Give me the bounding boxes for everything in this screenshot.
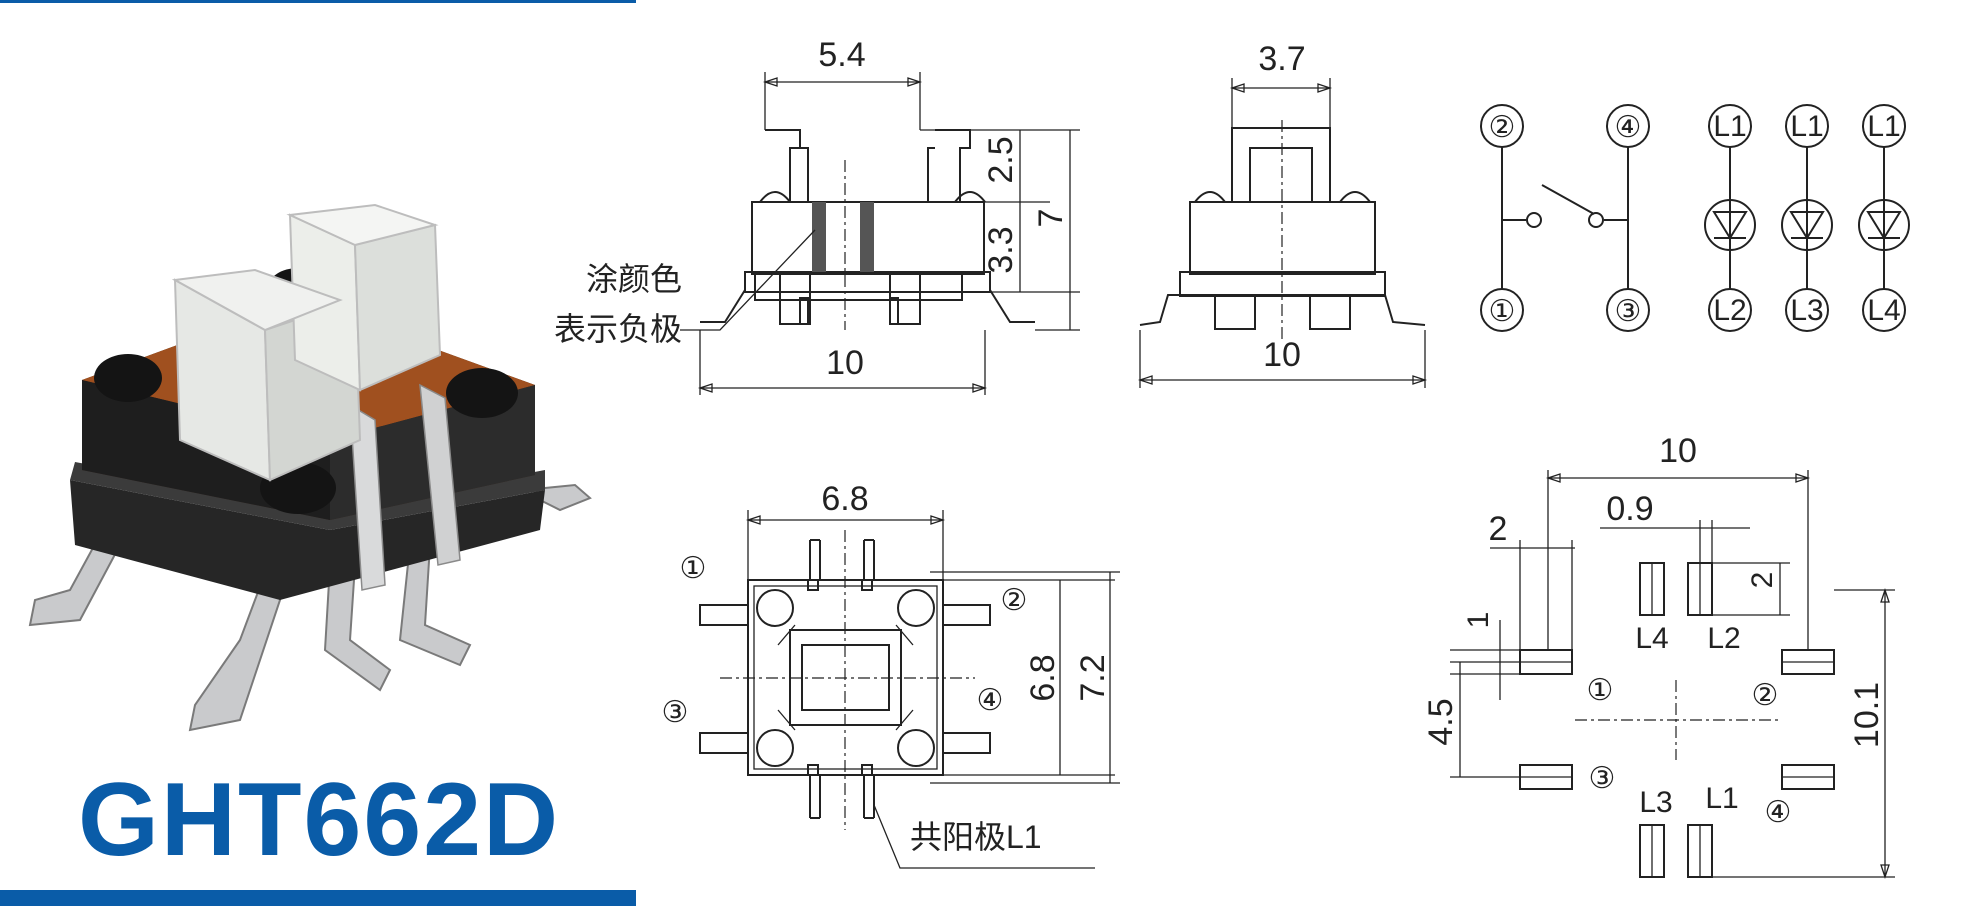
dim-side-upper-height: 2.5 xyxy=(982,136,1020,183)
dim-pcb-overall-width: 10 xyxy=(1659,432,1697,470)
pcb-footprint-drawing xyxy=(1450,470,1895,880)
pcb-led-pad-L1: L1 xyxy=(1705,782,1738,815)
metal-frame xyxy=(349,403,386,591)
side-view-drawing xyxy=(680,72,1080,395)
pcb-pad-4: ④ xyxy=(1765,795,1792,830)
product-model-title: GHT662D xyxy=(78,762,561,878)
bottom-accent-bar xyxy=(0,890,636,906)
pcb-led-pad-L2: L2 xyxy=(1707,622,1740,655)
top-view-drawing xyxy=(699,510,1120,869)
led3-anode-label: L1 xyxy=(1867,110,1900,143)
pcb-pad-2: ② xyxy=(1752,678,1779,713)
schematic-pin-4: ④ xyxy=(1615,110,1642,145)
dim-side-base-width: 10 xyxy=(826,344,864,382)
top-pin-1: ① xyxy=(680,551,707,586)
dim-side-top-width: 5.4 xyxy=(818,36,865,74)
dim-top-total-height: 7.2 xyxy=(1074,654,1112,701)
dim-side-total-height: 7 xyxy=(1032,209,1070,228)
note-color-line1: 涂颜色 xyxy=(586,261,682,297)
dim-side-middle-height: 3.3 xyxy=(982,226,1020,273)
led2-cathode-label: L3 xyxy=(1790,294,1823,327)
dim-top-body-height: 6.8 xyxy=(1024,654,1062,701)
dim-top-body-width: 6.8 xyxy=(821,480,868,518)
dim-pcb-small-pad-width: 0.9 xyxy=(1606,490,1653,528)
dim-pcb-pad-width: 2 xyxy=(1489,510,1508,548)
dim-pcb-overall-height: 10.1 xyxy=(1848,682,1886,748)
led1-cathode-label: L2 xyxy=(1713,294,1746,327)
front-view-drawing xyxy=(1137,78,1428,388)
top-pin-3: ③ xyxy=(662,695,689,730)
led2-anode-label: L1 xyxy=(1790,110,1823,143)
dim-front-base-width: 10 xyxy=(1263,336,1301,374)
top-pin-2: ② xyxy=(1001,583,1028,618)
product-photo xyxy=(28,203,592,732)
led1-anode-label: L1 xyxy=(1713,110,1746,143)
dim-pcb-small-pad-height: 2 xyxy=(1746,572,1779,589)
top-pin-4: ④ xyxy=(977,683,1004,718)
schematic-pin-1: ① xyxy=(1489,294,1516,329)
led-schematic xyxy=(1704,104,1910,332)
pcb-led-pad-L4: L4 xyxy=(1635,622,1668,655)
switch-schematic xyxy=(1480,104,1650,332)
dim-pcb-pad-pitch: 4.5 xyxy=(1422,698,1460,745)
pcb-pad-3: ③ xyxy=(1589,761,1616,796)
dim-front-top-width: 3.7 xyxy=(1258,40,1305,78)
housing-base xyxy=(70,480,545,600)
led3-cathode-label: L4 xyxy=(1867,294,1900,327)
pcb-leg xyxy=(28,483,592,732)
top-accent-bar xyxy=(0,0,636,3)
schematic-pin-2: ② xyxy=(1489,110,1516,145)
schematic-pin-3: ③ xyxy=(1615,294,1642,329)
common-anode-label: 共阳极L1 xyxy=(910,819,1042,855)
note-color-line2: 表示负极 xyxy=(554,311,682,347)
dim-pcb-pad-height: 1 xyxy=(1462,612,1495,629)
pcb-pad-1: ① xyxy=(1587,673,1614,708)
pcb-led-pad-L3: L3 xyxy=(1639,786,1672,819)
